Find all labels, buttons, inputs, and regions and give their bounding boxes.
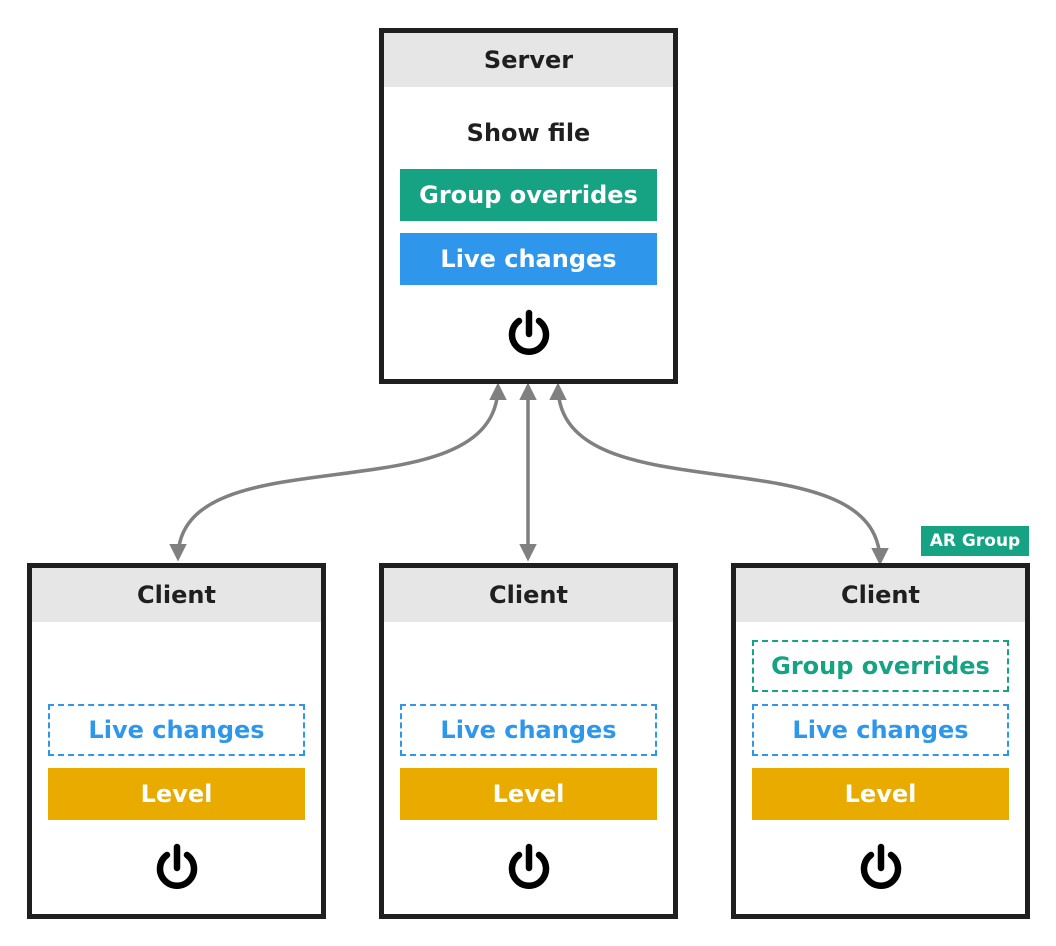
client-node-2: Client Live changes Level (379, 563, 678, 919)
power-icon (508, 843, 550, 889)
client-title: Client (32, 568, 321, 622)
client-title: Client (736, 568, 1025, 622)
live-changes-block: Live changes (752, 704, 1009, 756)
level-block: Level (752, 768, 1009, 820)
server-title: Server (384, 33, 673, 87)
level-block: Level (400, 768, 657, 820)
client-node-3: Client Group overrides Live changes Leve… (731, 563, 1030, 919)
power-icon (156, 843, 198, 889)
power-icon (508, 309, 550, 355)
connector-server-client-1 (169, 382, 507, 562)
client-title: Client (384, 568, 673, 622)
group-overrides-block: Group overrides (752, 640, 1009, 692)
ar-group-badge: AR Group (921, 526, 1029, 556)
show-file-label: Show file (466, 119, 591, 147)
live-changes-block: Live changes (48, 704, 305, 756)
server-node: Server Show file Group overrides Live ch… (379, 28, 678, 384)
live-changes-block: Live changes (400, 704, 657, 756)
group-overrides-block: Group overrides (400, 169, 657, 221)
level-block: Level (48, 768, 305, 820)
connector-server-client-3 (549, 382, 889, 566)
live-changes-block: Live changes (400, 233, 657, 285)
client-node-1: Client Live changes Level (27, 563, 326, 919)
power-icon (860, 843, 902, 889)
